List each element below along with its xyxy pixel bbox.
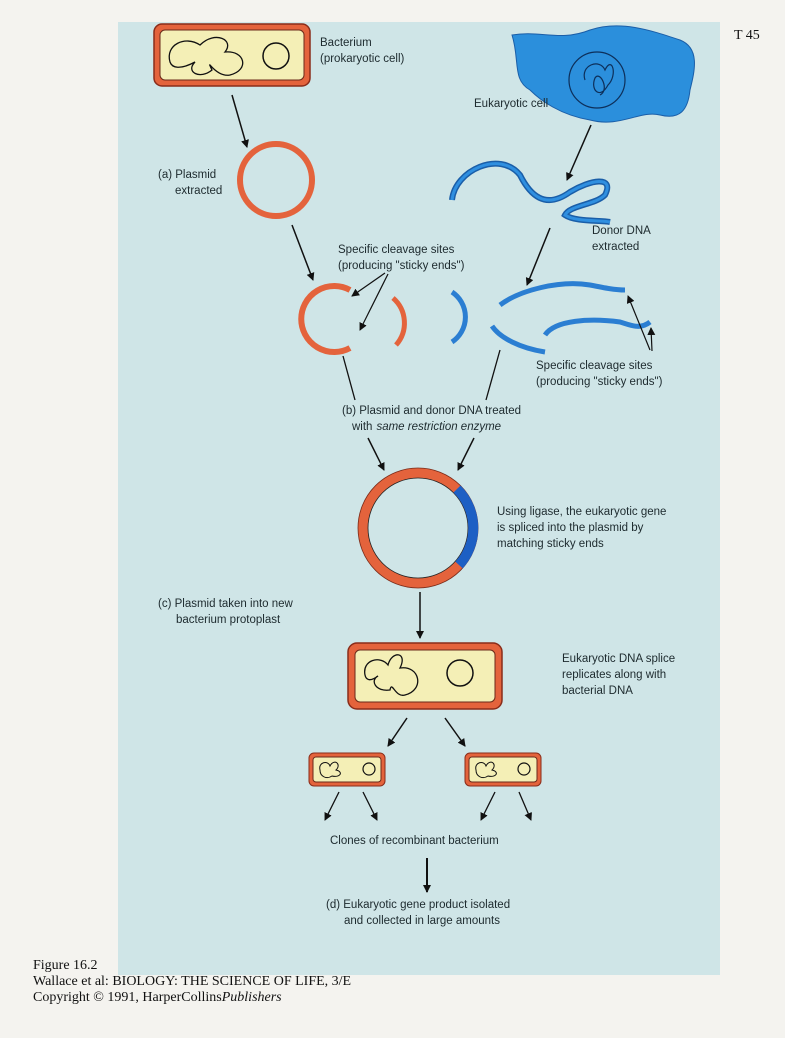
diagram-panel: [118, 22, 720, 975]
arrow: [359, 273, 389, 331]
arrow: [480, 791, 496, 821]
arrow: [626, 295, 651, 351]
donor-fragment: [450, 289, 468, 345]
publisher-italic: Publishers: [221, 990, 282, 1005]
plasmid-fragment: [391, 296, 407, 347]
donor-dna-cut: [489, 324, 546, 355]
arrow: [324, 791, 340, 821]
arrow: [457, 437, 475, 471]
clone-bacterium-right: [464, 752, 542, 787]
source-citation: Wallace et al: BIOLOGY: THE SCIENCE OF L…: [33, 974, 352, 989]
plasmid: [237, 141, 315, 219]
arrow: [444, 717, 466, 747]
figure-number: Figure 16.2: [33, 958, 98, 973]
copyright-text: Copyright © 1991, HarperCollins: [33, 990, 222, 1005]
cut-plasmid: [298, 283, 352, 355]
arrow: [342, 355, 356, 401]
arrow: [566, 124, 592, 181]
arrow: [291, 224, 315, 281]
copyright: Copyright © 1991, HarperCollinsPublisher…: [33, 990, 282, 1006]
bacterium-cell: [153, 23, 311, 87]
clones-label: Clones of recombinant bacterium: [330, 835, 499, 847]
arrow: [387, 717, 408, 747]
donor-dna-cut: [498, 281, 626, 308]
clone-bacterium-left: [308, 752, 386, 787]
recombinant-bacterium: [347, 642, 503, 710]
page-tag: T 45: [734, 28, 760, 43]
cleavage-sites-right-label: Specific cleavage sites(producing "stick…: [536, 360, 663, 388]
recombinant-plasmid: [357, 467, 479, 589]
cleavage-sites-left-label: Specific cleavage sites(producing "stick…: [338, 244, 465, 272]
arrow: [518, 791, 532, 821]
arrow: [231, 94, 249, 148]
eukaryotic-cell-label: Eukaryotic cell: [474, 98, 548, 110]
arrow: [525, 227, 551, 286]
arrow: [485, 349, 501, 401]
arrow: [647, 327, 656, 352]
bacterium-label: Bacterium(prokaryotic cell): [320, 37, 405, 65]
arrow: [362, 791, 378, 821]
eukaryotic-cell: [511, 25, 695, 123]
arrow: [367, 437, 385, 471]
arrow: [351, 272, 386, 297]
